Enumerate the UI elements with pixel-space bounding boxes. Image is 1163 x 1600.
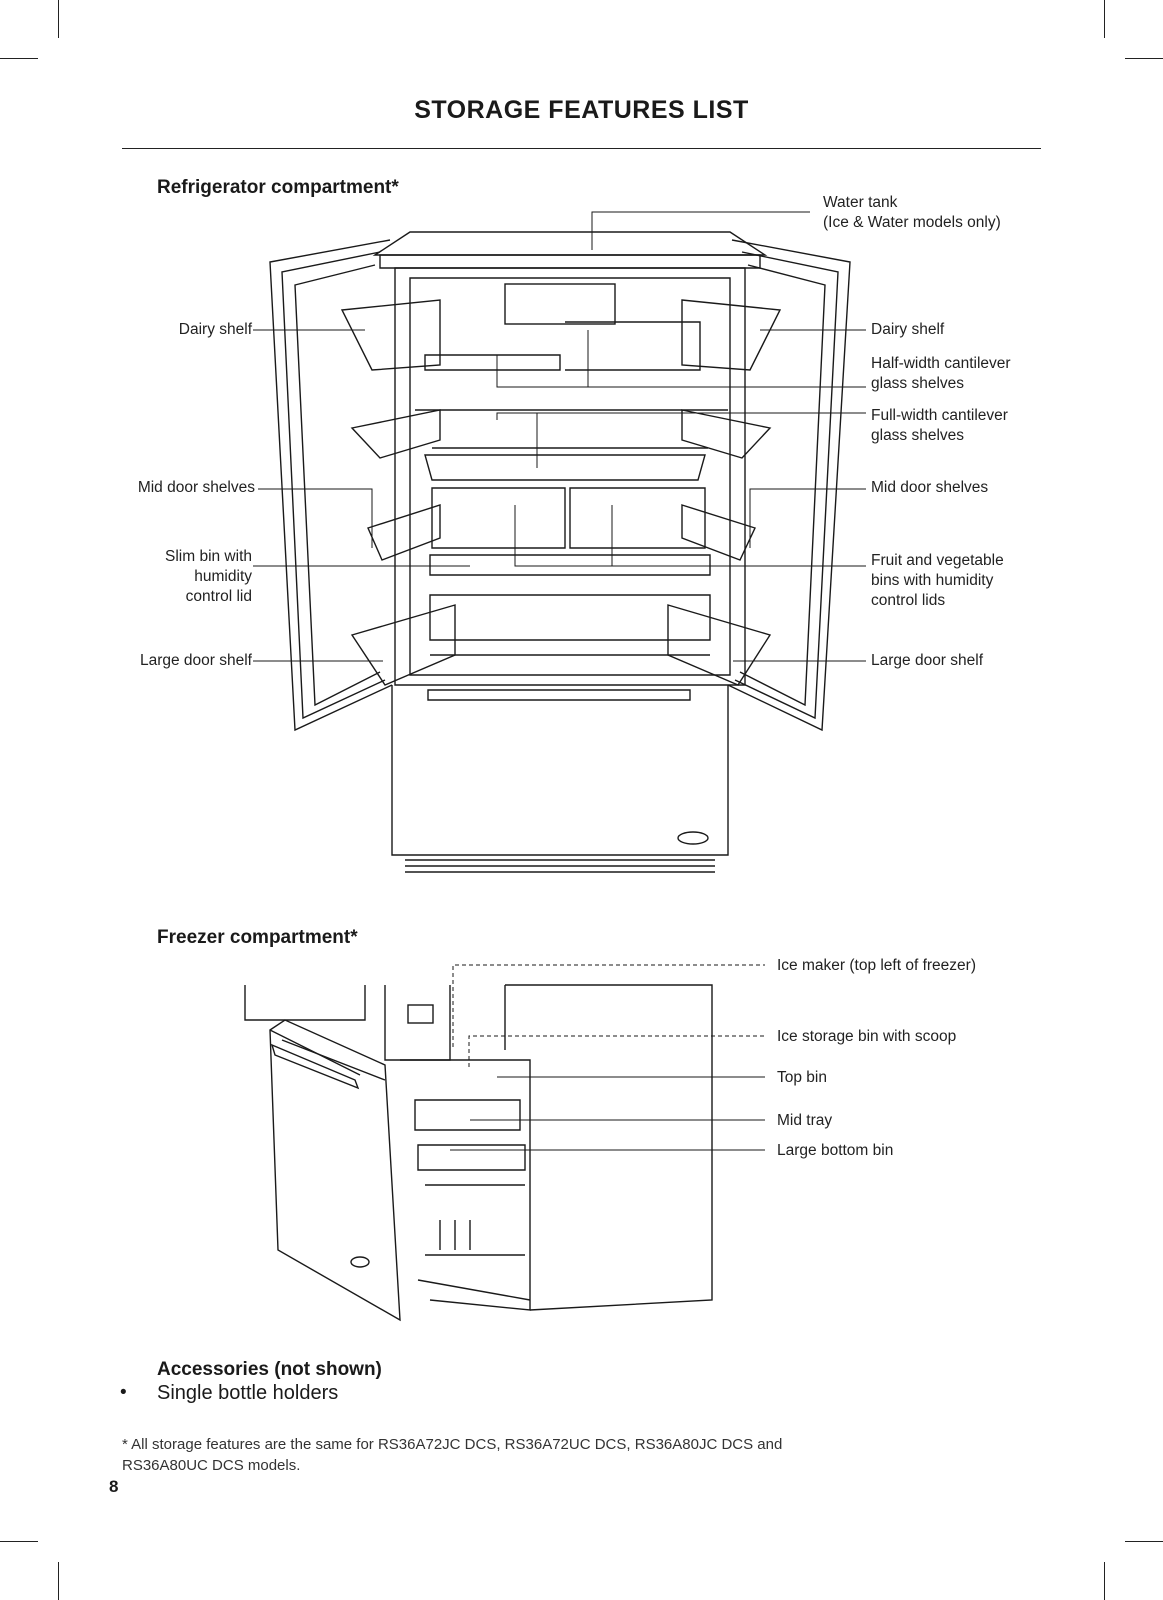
label-ice-maker: Ice maker (top left of freezer): [777, 957, 976, 974]
label-ice-storage-bin: Ice storage bin with scoop: [777, 1028, 957, 1045]
accessory-item: Single bottle holders: [157, 1382, 339, 1404]
refrigerator-leader-lines: [253, 211, 866, 662]
freezer-leader-lines: [450, 964, 765, 1151]
label-mid-door-shelves-right: Mid door shelves: [871, 479, 989, 496]
crop-mark: [0, 58, 38, 59]
crop-mark: [0, 1541, 38, 1542]
page-title: STORAGE FEATURES LIST: [414, 96, 749, 124]
freezer-heading: Freezer compartment*: [157, 927, 358, 948]
refrigerator-freezer-diagram: [244, 211, 866, 1322]
label-fruit-veg-bins: Fruit and vegetable bins with humidity c…: [871, 552, 1004, 609]
refrigerator-heading: Refrigerator compartment*: [157, 177, 399, 198]
freezer-illustration: [244, 984, 713, 1322]
label-slim-bin: Slim bin with humidity control lid: [165, 548, 252, 605]
crop-mark: [1104, 1562, 1105, 1600]
bullet: •: [120, 1382, 127, 1403]
label-mid-door-shelves-left: Mid door shelves: [137, 479, 255, 496]
label-water-tank: Water tank (Ice & Water models only): [823, 194, 1001, 231]
label-top-bin: Top bin: [777, 1069, 827, 1086]
label-large-door-shelf-left: Large door shelf: [139, 652, 252, 669]
label-dairy-shelf-left: Dairy shelf: [178, 321, 252, 338]
label-full-width-shelves: Full-width cantilever glass shelves: [871, 407, 1008, 444]
label-dairy-shelf-right: Dairy shelf: [871, 321, 945, 338]
crop-mark: [1125, 1541, 1163, 1542]
crop-mark: [1104, 0, 1105, 38]
refrigerator-illustration: [269, 231, 851, 873]
label-large-bottom-bin: Large bottom bin: [777, 1142, 894, 1159]
page-number: 8: [109, 1477, 119, 1496]
crop-mark: [58, 1562, 59, 1600]
crop-mark: [1125, 58, 1163, 59]
label-large-door-shelf-right: Large door shelf: [871, 652, 984, 669]
label-mid-tray: Mid tray: [777, 1112, 833, 1129]
accessories-heading: Accessories (not shown): [157, 1359, 382, 1380]
crop-mark: [58, 0, 59, 38]
footnote: * All storage features are the same for …: [122, 1436, 783, 1474]
title-divider: [122, 148, 1041, 149]
label-half-width-shelves: Half-width cantilever glass shelves: [871, 355, 1011, 392]
